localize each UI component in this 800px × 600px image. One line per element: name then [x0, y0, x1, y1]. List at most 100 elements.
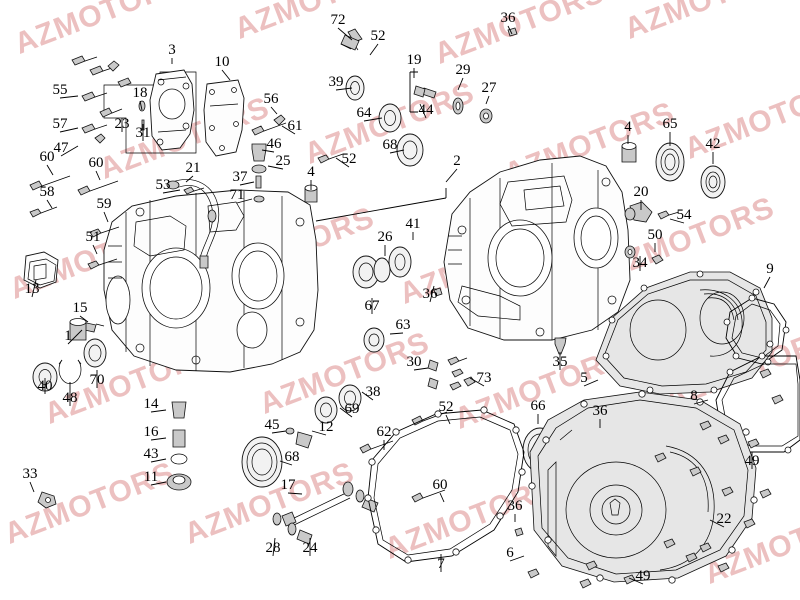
callout-38: 38: [361, 384, 381, 401]
callout-71: 71: [230, 187, 253, 204]
leader-line: [485, 95, 490, 105]
callout-2: 2: [445, 153, 461, 183]
callout-60: 60: [40, 149, 55, 176]
leader-line: [29, 481, 35, 493]
callout-26: 26: [378, 229, 394, 256]
callout-46: 46: [261, 136, 283, 153]
leader-line: [389, 149, 405, 154]
callout-47: 47: [54, 140, 79, 157]
leader-line: [150, 458, 167, 463]
leader-line: [103, 211, 109, 223]
callout-19: 19: [407, 52, 422, 78]
callout-number: 23: [115, 116, 130, 132]
leader-line: [281, 125, 296, 135]
leader-line: [335, 157, 350, 168]
leader-line: [363, 117, 383, 122]
callout-52: 52: [335, 151, 357, 168]
callout-63: 63: [389, 317, 411, 335]
callout-72: 72: [331, 12, 353, 41]
callout-number: 60: [89, 155, 104, 171]
callout-number: 70: [90, 372, 105, 388]
leader-line: [59, 127, 79, 133]
callout-number: 56: [264, 91, 280, 107]
callout-number: 36: [593, 403, 609, 419]
leader-line: [709, 519, 725, 528]
callout-number: 5: [580, 370, 588, 386]
callout-number: 68: [383, 137, 398, 153]
leader-line: [439, 492, 445, 503]
leader-line: [369, 43, 379, 56]
callout-number: 41: [406, 216, 421, 232]
callout-40: 40: [38, 378, 53, 394]
callout-25: 25: [267, 153, 291, 170]
part-13-bracket: [23, 251, 59, 289]
bolts-and-screws: [23, 27, 707, 545]
part-5-clutch-cover: [595, 270, 774, 395]
callout-35: 35: [553, 352, 568, 370]
callout-23: 23: [115, 116, 130, 132]
callout-number: 29: [456, 62, 471, 78]
leader-line: [669, 218, 685, 224]
leader-line: [272, 537, 276, 557]
callout-number: 44: [419, 102, 435, 118]
callout-number: 36: [423, 286, 439, 302]
callout-number: 35: [553, 354, 568, 370]
callout-number: 43: [144, 446, 159, 462]
callout-60: 60: [89, 155, 104, 181]
callout-51: 51: [86, 229, 101, 255]
leader-line: [236, 198, 253, 204]
callout-54: 54: [669, 207, 693, 224]
part-17-shaft: [272, 481, 379, 545]
callout-68: 68: [279, 449, 300, 466]
leader-line: [419, 103, 427, 119]
callout-67: 67: [365, 298, 380, 314]
callout-number: 13: [25, 281, 40, 297]
callout-59: 59: [97, 196, 112, 223]
callout-11: 11: [144, 469, 167, 486]
callout-18: 18: [133, 85, 148, 111]
callout-number: 20: [634, 184, 649, 200]
callout-6: 6: [506, 545, 525, 562]
callout-49: 49: [628, 568, 651, 585]
callout-55: 55: [53, 82, 79, 99]
callout-29: 29: [456, 62, 471, 91]
callout-number: 26: [378, 229, 394, 245]
leader-line: [185, 175, 194, 183]
callout-number: 8: [690, 388, 698, 404]
callout-number: 60: [433, 477, 448, 493]
callout-number: 2: [453, 153, 461, 169]
callout-48: 48: [63, 382, 78, 406]
callout-21: 21: [185, 160, 201, 183]
callout-number: 31: [136, 125, 151, 141]
callout-number: 30: [407, 354, 422, 370]
leader-line: [271, 430, 287, 434]
callout-65: 65: [663, 116, 678, 146]
callout-number: 3: [168, 42, 176, 58]
callout-36: 36: [593, 403, 609, 428]
callout-37: 37: [233, 169, 255, 186]
callout-number: 54: [677, 207, 693, 223]
leader-line: [389, 332, 404, 335]
callout-43: 43: [144, 446, 167, 463]
callout-24: 24: [303, 538, 318, 556]
callout-56: 56: [264, 91, 280, 115]
callout-number: 46: [267, 136, 283, 152]
leader-line: [413, 367, 429, 371]
callout-number: 52: [371, 28, 386, 44]
callout-number: 47: [54, 140, 70, 156]
callout-1: 1: [64, 328, 83, 345]
callout-number: 58: [40, 184, 55, 200]
callout-64: 64: [357, 105, 383, 122]
callout-number: 52: [439, 399, 454, 415]
callout-number: 33: [23, 466, 38, 482]
callout-57: 57: [53, 116, 79, 133]
callout-number: 72: [331, 12, 346, 28]
callout-number: 42: [706, 136, 721, 152]
callout-number: 49: [636, 568, 651, 584]
callout-number: 17: [281, 477, 297, 493]
callout-number: 52: [342, 151, 357, 167]
callout-number: 4: [307, 164, 315, 180]
leader-line: [445, 168, 458, 183]
leader-line: [583, 379, 599, 387]
